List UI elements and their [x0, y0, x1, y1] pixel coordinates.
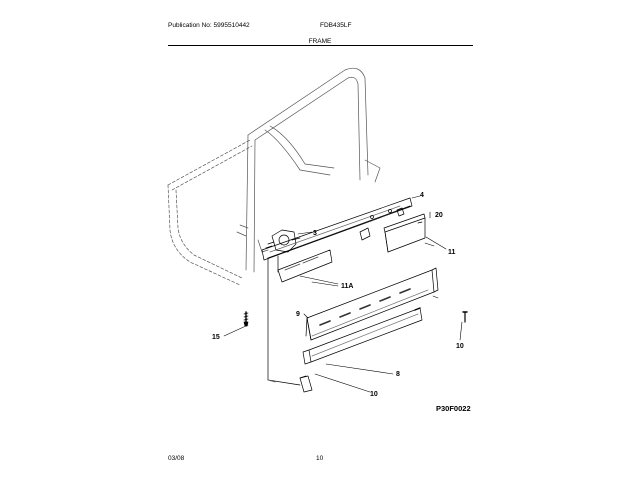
publication-number: Publication No: 5995510442 — [168, 22, 250, 29]
callout-15: 15 — [212, 334, 220, 341]
leader-lines — [223, 195, 463, 393]
section-title: FRAME — [308, 38, 332, 45]
callout-10-bottom: 10 — [370, 391, 378, 398]
callout-4: 4 — [420, 192, 424, 199]
toe-strip-10 — [299, 375, 313, 393]
kick-rail-8 — [302, 307, 423, 365]
top-rail-bracket-4 — [261, 197, 413, 261]
louvered-panel-9 — [305, 267, 439, 341]
callout-8: 8 — [396, 371, 400, 378]
model-number: FDB435LF — [320, 22, 352, 29]
control-box-20 — [383, 213, 426, 253]
callout-11a: 11A — [341, 283, 353, 290]
front-panel-box — [267, 205, 411, 386]
callout-11: 11 — [448, 249, 456, 256]
callout-9: 9 — [296, 311, 300, 318]
drawing-code: P30F0022 — [436, 404, 471, 413]
callout-20: 20 — [435, 212, 443, 219]
tub-frame — [167, 67, 381, 286]
screw-10-right — [462, 311, 468, 323]
screw-15 — [243, 311, 249, 327]
page-number: 10 — [316, 455, 324, 462]
lower-bracket-11a — [277, 249, 333, 283]
inlet-valve-3 — [265, 229, 301, 253]
callout-3: 3 — [313, 230, 317, 237]
footer-date: 03/08 — [168, 455, 185, 462]
header-rule — [168, 45, 473, 46]
callout-10-right: 10 — [456, 343, 464, 350]
